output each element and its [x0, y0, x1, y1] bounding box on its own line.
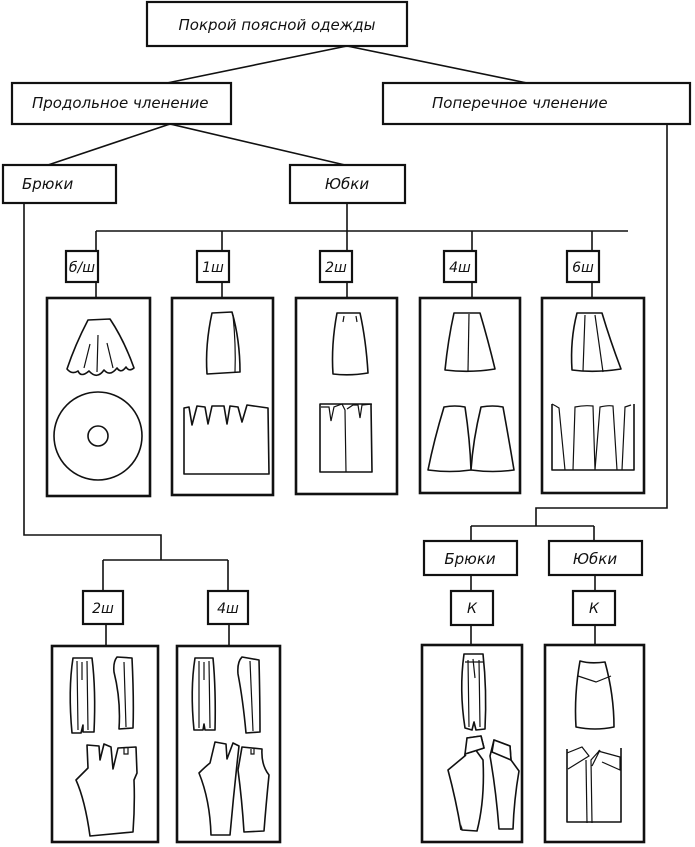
panel-skirt-6-seam: [540, 296, 646, 495]
tag-label: 4ш: [217, 601, 239, 617]
connector-transverse-path: [535, 124, 668, 526]
connector-long-trousers: [47, 123, 171, 166]
longitudinal-node: Продольное членение: [10, 81, 233, 126]
transverse-node: Поперечное членение: [381, 81, 692, 126]
trans-skirts-node: Юбки: [547, 539, 644, 577]
tag-box: [449, 589, 495, 627]
trousers-yoke-sketch-icon: [460, 653, 487, 731]
circle-pattern-icon: [53, 391, 143, 481]
trans-trousers-label: Брюки: [444, 550, 495, 568]
root-box: [145, 0, 409, 48]
tag-label: К: [589, 601, 600, 617]
tag-box: [565, 249, 601, 284]
circle-skirt-sketch-icon: [66, 318, 135, 377]
skirt-1-seam-sketch-icon: [205, 311, 241, 375]
long-trousers-node: Брюки: [1, 163, 118, 205]
tag-box: [64, 249, 100, 284]
tag-box: [81, 589, 125, 626]
tag-box: [442, 249, 478, 284]
connector-long-skirts: [169, 123, 346, 166]
root-label: Покрой поясной одежды: [179, 16, 376, 34]
trans-trousers-box: [422, 539, 519, 577]
tag-label: 1ш: [202, 260, 224, 276]
skirt-variant-tags: б/ш 1ш 2ш 4ш 6ш: [64, 249, 601, 284]
trousers-2-seam-pattern-icon: [75, 743, 138, 837]
trans-skirts-box: [547, 539, 644, 577]
tag-label: 6ш: [572, 260, 594, 276]
panel-skirt-2-seam: [294, 296, 399, 496]
transverse-box: [381, 81, 692, 126]
skirt-6-seam-sketch-icon: [570, 312, 622, 373]
long-trousers-label: Брюки: [22, 175, 73, 193]
trousers-2-seam-sketch-icon: [69, 656, 135, 734]
tag-label: К: [467, 601, 478, 617]
connectors: [23, 45, 668, 646]
skirt-2-seam-sketch-icon: [331, 312, 369, 376]
skirt-1-seam-pattern-icon: [183, 404, 270, 475]
long-trousers-box: [1, 163, 118, 205]
tag-box: [195, 249, 231, 284]
skirt-6-seam-pattern-icon: [551, 403, 635, 471]
trousers-variant-tags: 2ш 4ш: [81, 589, 250, 626]
panel-skirt-4-seam: [418, 296, 522, 495]
trousers-4-seam-sketch-icon: [191, 656, 261, 734]
longitudinal-box: [10, 81, 233, 126]
panel-skirt-yoke: [543, 643, 646, 844]
root-node: Покрой поясной одежды: [145, 0, 409, 48]
long-skirts-node: Юбки: [288, 163, 407, 205]
tag-label: 2ш: [325, 260, 347, 276]
panel-trousers-yoke: [420, 643, 524, 844]
connector-root-transverse: [346, 45, 528, 84]
transverse-label: Поперечное членение: [432, 94, 608, 112]
tag-box: [206, 589, 250, 626]
trans-trousers-node: Брюки: [422, 539, 519, 577]
trousers-yoke-pattern-icon: [447, 735, 520, 832]
trousers-4-seam-pattern-icon: [198, 741, 270, 836]
tag-label: 2ш: [92, 601, 114, 617]
long-skirts-label: Юбки: [325, 175, 370, 193]
panel-circle-skirt: [45, 296, 152, 498]
tag-box: [318, 249, 354, 284]
skirt-4-seam-pattern-icon: [427, 405, 515, 473]
panel-trousers-2-seam: [50, 644, 160, 844]
long-skirts-box: [288, 163, 407, 205]
skirt-2-seam-pattern-icon: [319, 403, 373, 473]
trans-skirts-label: Юбки: [573, 550, 618, 568]
skirt-yoke-pattern-icon: [566, 746, 622, 824]
skirt-4-seam-sketch-icon: [444, 312, 496, 373]
longitudinal-label: Продольное членение: [32, 94, 208, 112]
panel-skirt-1-seam: [170, 296, 275, 497]
tag-label: 4ш: [449, 260, 471, 276]
connector-root-longitudinal: [166, 45, 348, 84]
tag-label: б/ш: [69, 260, 95, 276]
connector-long-trousers-path: [23, 203, 162, 560]
trans-tags: К К: [449, 589, 617, 627]
tag-box: [571, 589, 617, 627]
skirt-yoke-sketch-icon: [574, 660, 615, 730]
panel-trousers-4-seam: [175, 644, 282, 844]
